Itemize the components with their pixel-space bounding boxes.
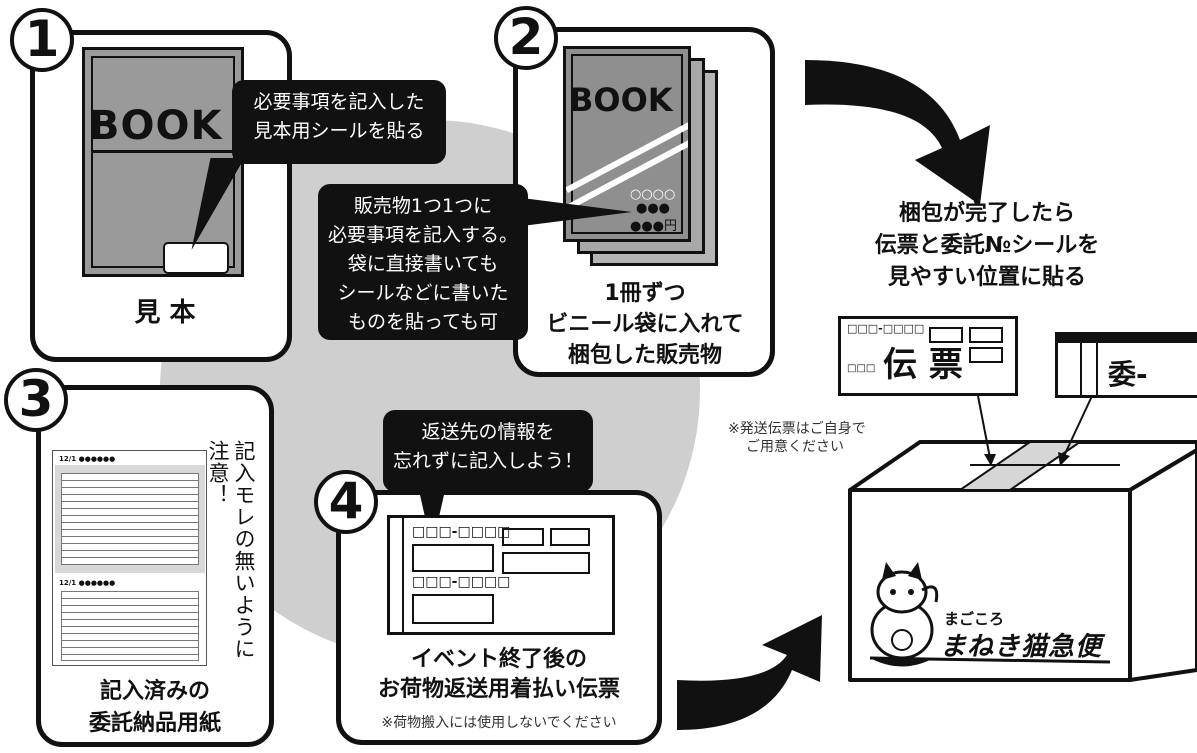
form-grid-lower: [61, 591, 199, 661]
sticker-label: 委-: [1108, 358, 1148, 391]
form-grid-upper: [61, 473, 199, 565]
postal-code: □□□-□□□□: [412, 524, 511, 540]
consignment-form: 12/1 ●●●●●● 12/1 ●●●●●●: [52, 450, 207, 666]
info-box: [550, 528, 590, 546]
step3-caption-line: 委託納品用紙: [88, 711, 221, 736]
step1-number: 1: [10, 8, 74, 72]
slip-box: [929, 327, 963, 343]
instruction-line: 梱包が完了したら: [898, 201, 1075, 226]
slip-title: 伝 票: [883, 345, 963, 385]
address-box: [412, 594, 494, 624]
step2-caption-line: ビニール袋に入れて: [546, 312, 744, 337]
address-box: [412, 544, 494, 572]
step1-bubble-line: 必要事項を記入した: [253, 91, 425, 113]
slip-small-code: □□□: [847, 363, 876, 374]
step2-bubble-tail: [522, 198, 632, 226]
step4-caption-line: お荷物返送用着払い伝票: [377, 677, 620, 702]
form-heading: 12/1 ●●●●●●: [59, 455, 116, 463]
sample-book-cover: BOOK: [82, 47, 244, 277]
step2-bubble-line: ものを貼っても可: [347, 311, 499, 333]
step3-caption-line: 記入済みの: [99, 679, 210, 704]
slip-postal: □□□-□□□□: [847, 322, 925, 335]
shipping-slip-label: □□□-□□□□ □□□ 伝 票: [838, 316, 1018, 396]
step2-bubble-line: 袋に直接書いても: [347, 253, 499, 275]
step4-number: 4: [314, 470, 378, 534]
step2-bubble-line: 販売物1つ1つに: [353, 195, 493, 217]
step4-bubble: 返送先の情報を 忘れずに記入しよう！: [383, 410, 593, 492]
book-title-text: BOOK: [569, 81, 673, 119]
step1-caption: 見 本: [134, 298, 196, 328]
sticker-column: [1086, 343, 1098, 397]
step2-caption-line: 1冊ずつ: [604, 281, 686, 306]
step3-caption: 記入済みの 委託納品用紙: [40, 676, 270, 740]
step3-number: 3: [4, 368, 68, 432]
slip-box: [969, 327, 1003, 343]
step2-bubble-line: 必要事項を記入する。: [327, 224, 518, 246]
form-heading: 12/1 ●●●●●●: [59, 579, 116, 587]
sticker-column: [1070, 343, 1082, 397]
step2-caption-line: 梱包した販売物: [567, 343, 722, 368]
instruction-line: 伝票と委託№シールを: [874, 233, 1100, 258]
step4-caption-line: イベント終了後の: [410, 647, 587, 672]
consignment-number-sticker: 委-: [1055, 332, 1197, 398]
step1-bubble: 必要事項を記入した 見本用シールを貼る: [232, 80, 446, 164]
step2-bubble: 販売物1つ1つに 必要事項を記入する。 袋に直接書いても シールなどに書いた も…: [318, 184, 528, 340]
right-instruction: 梱包が完了したら 伝票と委託№シールを 見やすい位置に貼る: [862, 198, 1112, 294]
pointer-lines: [977, 395, 1093, 466]
sticker-header-bar: [1058, 335, 1197, 343]
info-box: [502, 552, 590, 574]
slip-left-strip: [390, 518, 404, 632]
shipping-note-line: ※発送伝票はご自身で: [728, 421, 866, 437]
price-mark: ●●●円: [630, 219, 678, 234]
step3-warning: 記入モレの無いように注意！: [206, 440, 256, 660]
book-title-text: BOOK: [89, 103, 223, 149]
return-slip: □□□-□□□□ □□□-□□□□: [387, 515, 615, 635]
info-box: [502, 528, 544, 546]
instruction-line: 見やすい位置に貼る: [887, 265, 1086, 290]
shipping-note: ※発送伝票はご自身で ご用意ください: [728, 420, 866, 456]
sample-sticker: [163, 242, 229, 274]
price-mark: ●●●: [636, 201, 671, 216]
postal-code: □□□-□□□□: [412, 574, 511, 590]
step4-note: ※荷物搬入には使用しないでください: [381, 715, 617, 731]
step4-caption: イベント終了後の お荷物返送用着払い伝票: [340, 645, 658, 705]
slip-box: [969, 347, 1003, 363]
step1-bubble-line: 見本用シールを貼る: [253, 120, 425, 142]
step2-number: 2: [494, 6, 558, 70]
price-mark: ○○○○: [630, 187, 676, 202]
box-brand-small: まごころ: [944, 610, 1005, 628]
shipping-note-line: ご用意ください: [746, 439, 844, 455]
curved-arrow-top: [805, 60, 990, 205]
curved-arrow-bottom: [677, 615, 822, 730]
step2-bubble-line: シールなどに書いた: [337, 282, 509, 304]
cardboard-box: [848, 440, 1197, 682]
step4-bubble-line: 忘れずに記入しよう！: [392, 450, 583, 472]
step2-caption: 1冊ずつ ビニール袋に入れて 梱包した販売物: [520, 278, 770, 371]
box-brand-logo: まねき猫急便: [940, 632, 1103, 662]
step4-bubble-line: 返送先の情報を: [421, 421, 555, 443]
book-title-rule: [91, 150, 241, 153]
